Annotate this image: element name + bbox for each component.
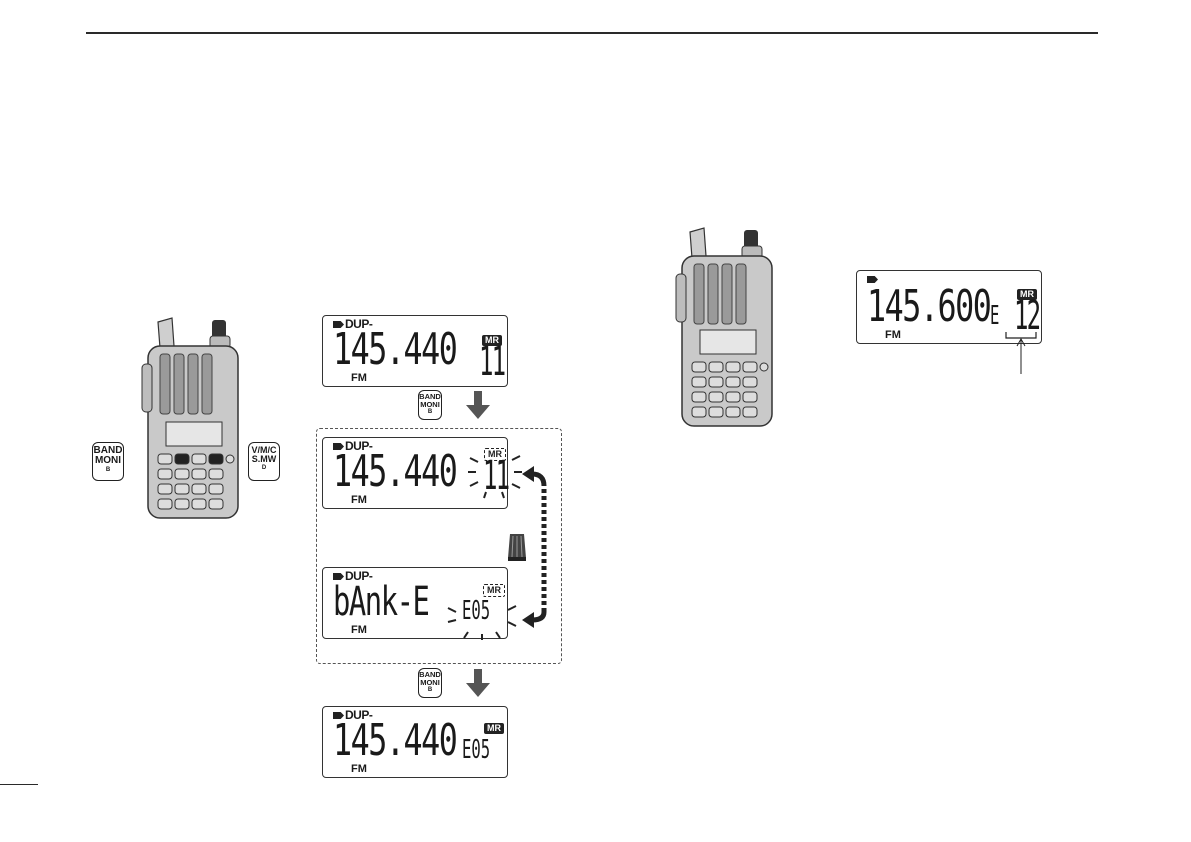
bank-letter: E	[990, 301, 999, 331]
bank-name-readout: bAnk-E	[333, 578, 428, 626]
page-number-line	[0, 784, 38, 785]
band-moni-key-left[interactable]: BAND MONI B	[92, 442, 124, 481]
radio-illustration-left	[126, 316, 246, 522]
arrow-down-icon	[466, 669, 490, 697]
mode-indicator: FM	[351, 372, 367, 384]
mode-indicator: FM	[885, 329, 901, 341]
frequency-readout: 145.600	[867, 283, 990, 331]
mode-indicator: FM	[351, 494, 367, 506]
lcd-display-4: DUP- 145.440 FM MR E05	[322, 706, 508, 778]
channel-number: 11	[479, 340, 504, 384]
frequency-readout: 145.440	[333, 717, 456, 765]
key-label: S.MW	[249, 455, 279, 464]
top-rule	[86, 32, 1098, 34]
vmc-smw-key[interactable]: V/M/C S.MW D	[248, 442, 280, 481]
bank-channel: E05	[462, 735, 490, 765]
key-label: MONI	[419, 401, 441, 409]
frequency-readout: 145.440	[333, 448, 456, 496]
key-sublabel: D	[249, 465, 279, 471]
mr-badge: MR	[484, 723, 504, 734]
key-label: MONI	[419, 679, 441, 687]
band-moni-key[interactable]: BAND MONI B	[418, 390, 442, 420]
key-sublabel: B	[419, 409, 441, 415]
arrow-down-icon	[466, 391, 490, 419]
mode-indicator: FM	[351, 624, 367, 636]
lcd-display-1: DUP- 145.440 FM MR 11	[322, 315, 508, 387]
key-sublabel: B	[93, 467, 123, 473]
blink-marks-icon	[446, 582, 518, 642]
frequency-readout: 145.440	[333, 326, 456, 374]
radio-illustration-right	[668, 226, 778, 430]
blink-marks-icon	[466, 442, 526, 502]
band-moni-key[interactable]: BAND MONI B	[418, 668, 442, 698]
mode-indicator: FM	[351, 763, 367, 775]
callout-bracket-icon	[1002, 330, 1042, 376]
dial-knob-icon	[506, 532, 528, 562]
key-sublabel: B	[419, 687, 441, 693]
key-label: MONI	[93, 456, 123, 466]
